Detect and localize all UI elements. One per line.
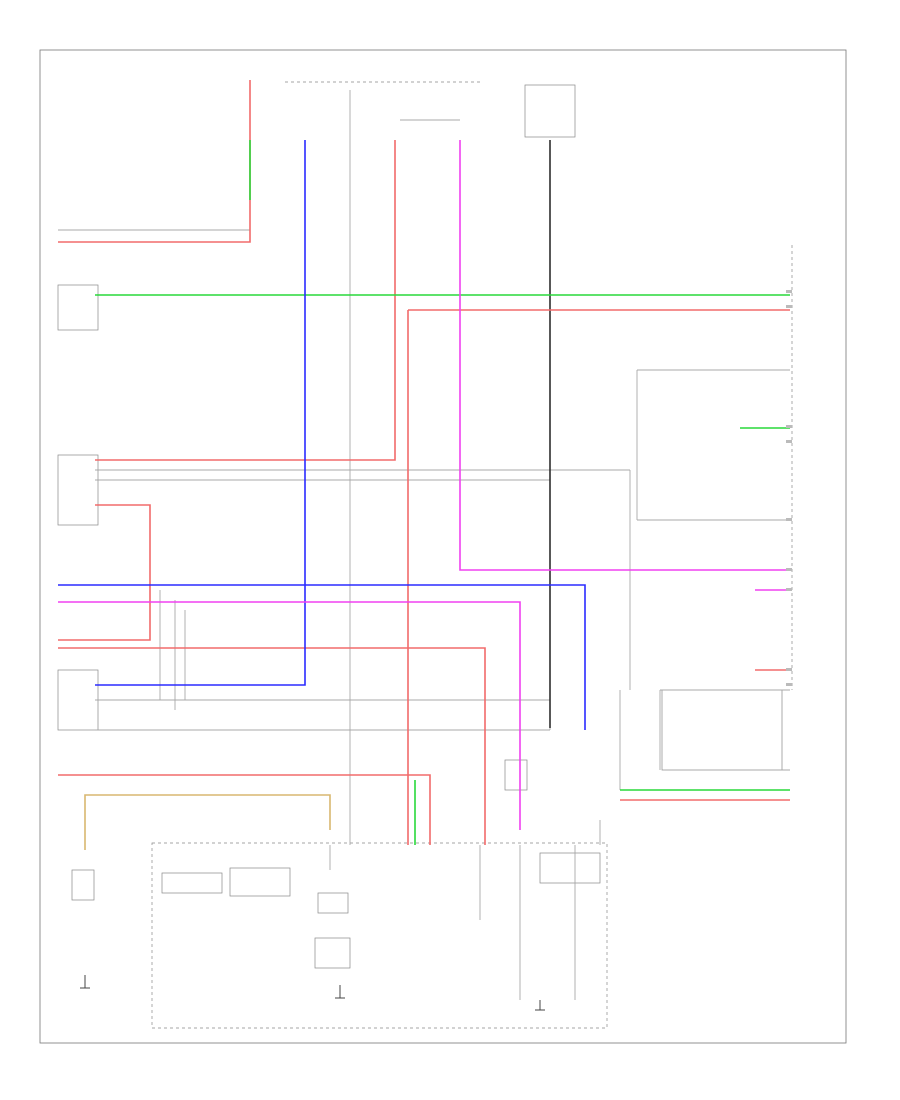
control-module-box [151,842,608,1029]
module-switch-box [539,852,601,884]
green-wires [95,140,790,845]
wire-magenta-horizontal [58,601,521,830]
module-motor-box [314,937,351,969]
left-switch-box [57,284,99,331]
module-sub-box-left [161,872,223,894]
sensor-box-center-right [504,759,528,791]
wire-red-bottom [58,774,431,845]
module-sub-box-mid [229,867,291,897]
sensor-box-left-bottom [71,869,95,901]
left-lower-connector-box [57,669,99,731]
right-lower-module-box [661,689,783,771]
module-relay-box [317,892,349,914]
blue-wires [58,140,586,730]
wire-red-horizontal [407,309,790,845]
wire-tan [84,794,331,850]
wire-red-top-left [58,80,251,243]
left-connector-box [57,454,99,526]
top-right-sensor-box [524,84,576,138]
ground-symbols [80,975,545,1011]
wire-green-lower [620,427,790,791]
wire-blue-horizontal [58,584,586,730]
wire-red-vertical [95,140,396,461]
wire-red-lower [58,504,486,845]
wire-blue-vertical [95,140,306,686]
gray-wires [58,90,790,1000]
right-column-pins [786,290,792,686]
diagram-border [39,49,847,1044]
red-wires [58,80,790,845]
wire-red-right [620,669,790,801]
magenta-wires [58,140,790,830]
wire-magenta-vertical [459,140,790,571]
